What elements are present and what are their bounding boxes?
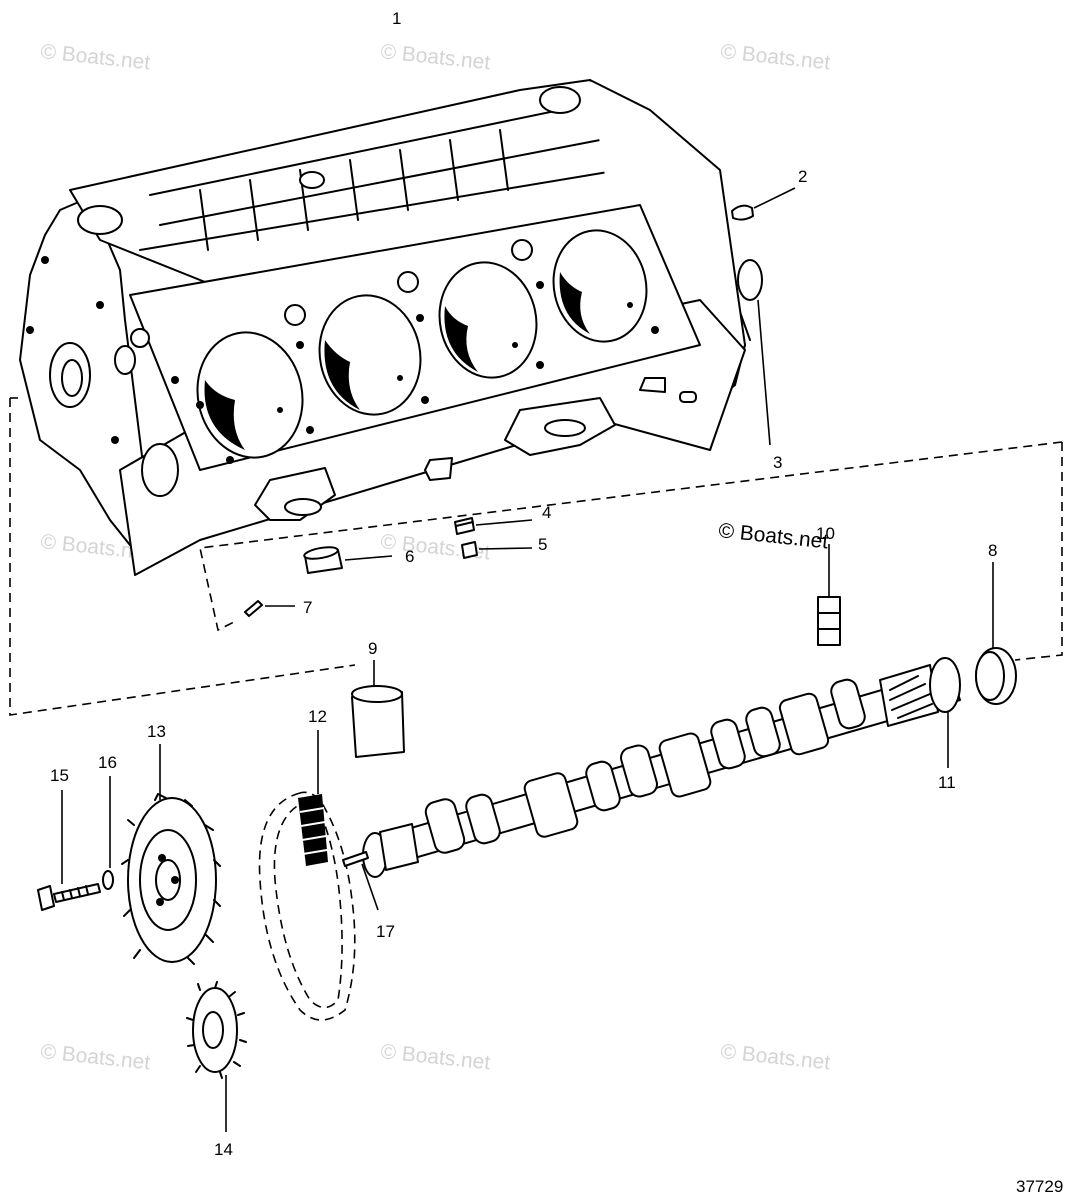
watermark: © Boats.net (717, 519, 829, 553)
watermark: © Boats.net (39, 40, 151, 74)
callout-6: 6 (405, 547, 414, 566)
callout-2: 2 (798, 167, 807, 186)
camshaft-bearing (351, 660, 405, 758)
callout-5: 5 (538, 535, 547, 554)
callout-17: 17 (376, 922, 395, 941)
callout-4: 4 (542, 503, 551, 522)
camshaft-rear-seal (975, 562, 1017, 705)
callout-7: 7 (303, 598, 312, 617)
watermark: © Boats.net (379, 1040, 491, 1074)
watermark: © Boats.net (719, 40, 831, 74)
callout-13: 13 (147, 722, 166, 741)
callout-14: 14 (214, 1140, 233, 1159)
crankshaft-sprocket (186, 981, 247, 1132)
callout-15: 15 (50, 766, 69, 785)
expansion-plug-large (737, 259, 771, 446)
bushing (303, 546, 393, 574)
expansion-plug-small (731, 187, 796, 221)
callout-1: 1 (392, 9, 401, 28)
assembly-dashed-outline (9, 397, 1063, 716)
callout-10: 10 (816, 524, 835, 543)
watermark: © Boats.net (39, 1040, 151, 1074)
callout-9: 9 (368, 639, 377, 658)
callout-3: 3 (773, 453, 782, 472)
callout-11: 11 (938, 773, 956, 792)
diagram-reference-number: 37729 (1016, 1177, 1063, 1196)
callout-8: 8 (988, 541, 997, 560)
watermark: © Boats.net (379, 40, 491, 74)
dowel-pin (244, 600, 295, 617)
washer (102, 776, 114, 890)
callout-12: 12 (308, 707, 327, 726)
engine-block (19, 79, 751, 576)
camshaft-sprocket (121, 744, 221, 965)
camshaft (362, 657, 961, 878)
callout-labels: 1 2 3 4 5 6 7 8 9 10 11 12 13 14 15 16 1… (50, 9, 997, 1159)
cam-plug-stack (817, 544, 841, 646)
pipe-plug (454, 517, 533, 535)
watermark: © Boats.net (719, 1040, 831, 1074)
timing-chain (258, 730, 356, 1021)
callout-16: 16 (98, 753, 117, 772)
sprocket-bolt (37, 790, 101, 911)
camshaft-dowel-pin (342, 851, 379, 911)
pipe-plug-small (461, 541, 533, 559)
